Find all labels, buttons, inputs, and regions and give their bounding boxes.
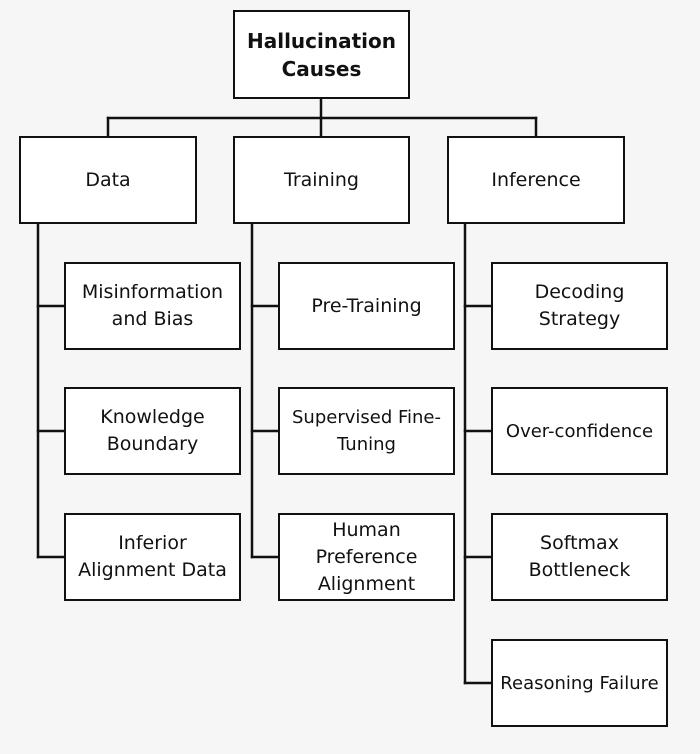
cause-node: Knowledge Boundary [64,387,241,475]
cause-node: Reasoning Failure [491,639,668,727]
cause-node: Human Preference Alignment [278,513,455,601]
category-label: Data [85,168,131,191]
cause-node: Inferior Alignment Data [64,513,241,601]
cause-label: Pre-Training [311,294,422,317]
cause-label: Supervised Fine- Tuning [291,407,441,455]
cause-label: Human Preference Alignment [315,518,418,595]
category-label: Training [284,168,359,191]
category-data: Data [19,136,197,224]
cause-node: Pre-Training [278,262,455,350]
cause-node: Over-confidence [491,387,668,475]
root-node: Hallucination Causes [233,10,410,99]
cause-node: Misinformation and Bias [64,262,241,350]
cause-node: Supervised Fine- Tuning [278,387,455,475]
cause-label: Inferior Alignment Data [78,532,227,581]
cause-label: Misinformation and Bias [81,281,224,330]
cause-label: Knowledge Boundary [100,406,205,455]
cause-label: Reasoning Failure [500,672,659,694]
root-title: Hallucination Causes [246,28,397,81]
cause-label: Softmax Bottleneck [528,532,631,581]
cause-label: Over-confidence [505,420,654,442]
category-inference: Inference [447,136,625,224]
category-label: Inference [491,168,581,191]
cause-label: Decoding Strategy [534,281,625,330]
category-training: Training [233,136,410,224]
cause-node: Decoding Strategy [491,262,668,350]
cause-node: Softmax Bottleneck [491,513,668,601]
